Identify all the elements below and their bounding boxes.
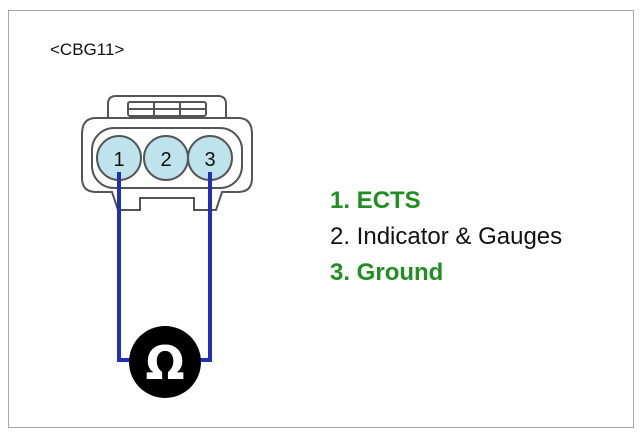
pin-1-label: 1 <box>113 149 124 171</box>
pin-3-label: 3 <box>204 149 215 171</box>
legend-item-pin-2: 2. Indicator & Gauges <box>330 223 563 250</box>
pin-3: 3 <box>187 135 233 181</box>
ohmmeter-icon: Ω <box>129 326 201 398</box>
diagram-frame <box>8 10 634 428</box>
legend-item-pin-3: 3. Ground <box>330 259 444 286</box>
connector-id-label: <CBG11> <box>50 40 125 59</box>
legend-item-pin-1: 1. ECTS <box>330 187 421 214</box>
pin-legend: 1. ECTS 2. Indicator & Gauges 3. Ground <box>330 183 562 291</box>
pin-2: 2 <box>143 135 189 181</box>
pin-2-label: 2 <box>160 149 171 171</box>
ohm-symbol: Ω <box>145 336 184 390</box>
